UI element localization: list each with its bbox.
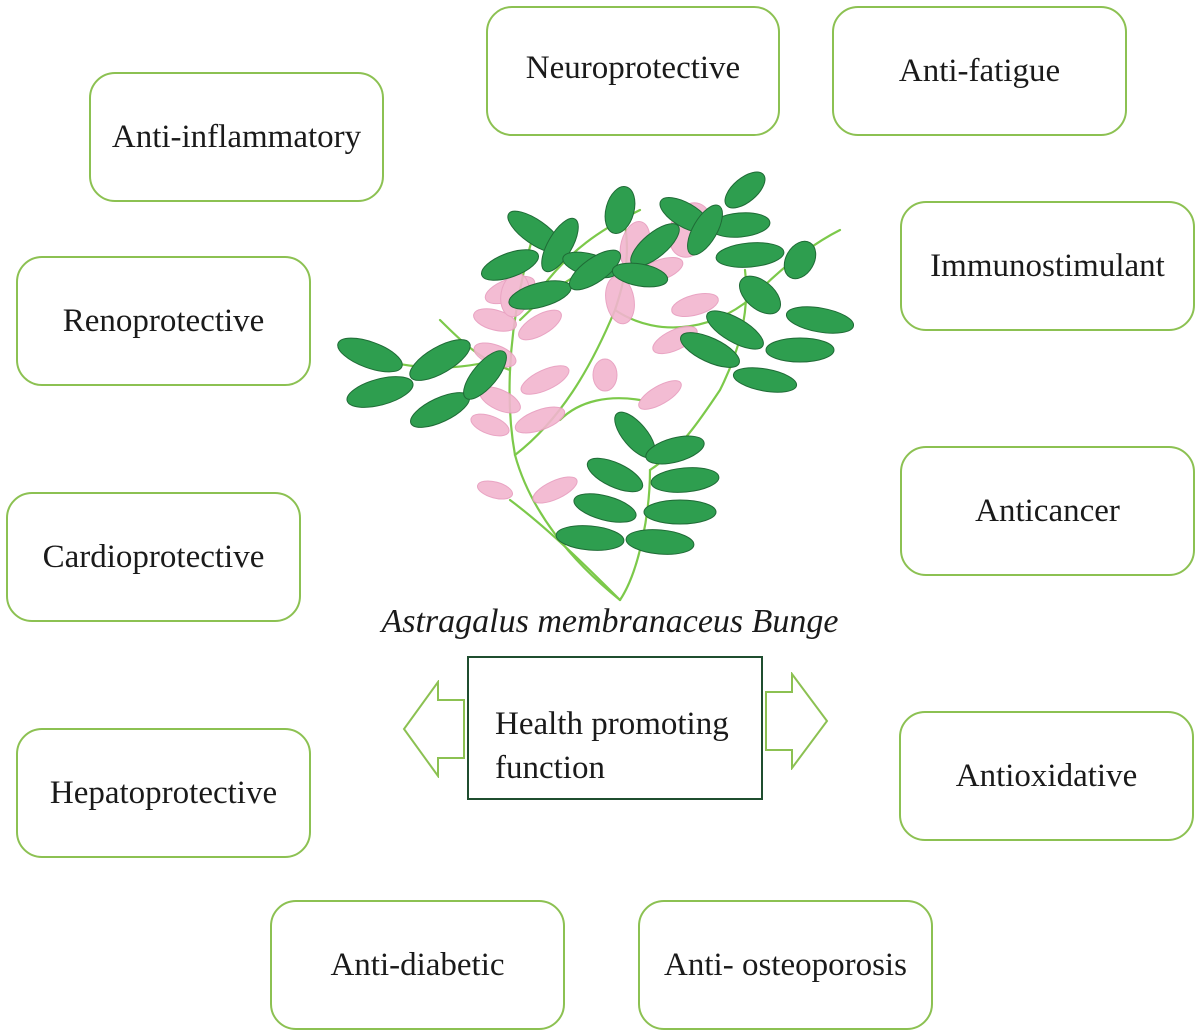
label-anti-osteoporosis: Anti- osteoporosis: [664, 946, 907, 983]
label-anti-fatigue: Anti-fatigue: [898, 52, 1061, 89]
label-neuroprotective: Neuroprotective: [525, 49, 741, 86]
box-antioxidative: Antioxidative: [899, 711, 1194, 841]
label-immunostimulant: Immunostimulant: [930, 247, 1165, 284]
label-antioxidative: Antioxidative: [955, 757, 1138, 794]
label-hepatoprotective: Hepatoprotective: [49, 774, 278, 811]
box-hepatoprotective: Hepatoprotective: [16, 728, 311, 858]
label-anti-diabetic: Anti-diabetic: [330, 946, 505, 983]
center-line-1: Health promoting: [495, 706, 729, 742]
box-anti-diabetic: Anti-diabetic: [270, 900, 565, 1030]
label-anticancer: Anticancer: [975, 492, 1120, 529]
label-cardioprotective: Cardioprotective: [42, 538, 265, 575]
box-neuroprotective: Neuroprotective: [486, 6, 780, 136]
center-box-health-promoting: Health promoting function: [467, 656, 763, 800]
box-anti-inflammatory: Anti-inflammatory: [89, 72, 384, 202]
box-immunostimulant: Immunostimulant: [900, 201, 1195, 331]
center-line-2: function: [495, 750, 605, 786]
box-anticancer: Anticancer: [900, 446, 1195, 576]
box-renoprotective: Renoprotective: [16, 256, 311, 386]
box-anti-osteoporosis: Anti- osteoporosis: [638, 900, 933, 1030]
species-name: Astragalus membranaceus Bunge: [381, 603, 839, 640]
label-anti-inflammatory: Anti-inflammatory: [111, 118, 362, 155]
label-renoprotective: Renoprotective: [62, 302, 265, 339]
astragalus-plant-illustration: [337, 171, 855, 602]
box-anti-fatigue: Anti-fatigue: [832, 6, 1127, 136]
leaves: [337, 171, 855, 555]
box-cardioprotective: Cardioprotective: [6, 492, 301, 622]
arrow-right-icon: [765, 672, 829, 770]
arrow-left-icon: [402, 680, 465, 778]
